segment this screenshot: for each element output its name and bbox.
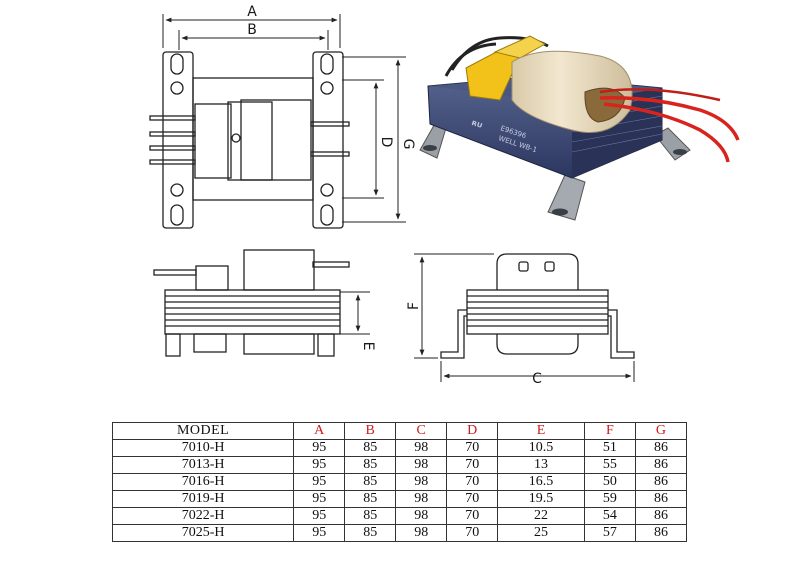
cell-a: 95 — [293, 490, 346, 508]
column-header-model: MODEL — [111, 422, 295, 440]
cell-model: 7022-H — [111, 507, 295, 525]
table-row: 7013-H 95 85 98 70 13 55 86 — [111, 456, 688, 474]
dimension-lines-side — [340, 291, 370, 335]
transformer-photo: E96396 WELL WB-1 ᴿᵁ — [419, 35, 740, 221]
side-view-drawing — [153, 249, 350, 357]
dim-label-d: D — [378, 137, 394, 148]
table-header-row: MODEL A B C D E F G — [111, 422, 688, 440]
dim-label-e: E — [360, 342, 376, 351]
column-header-g: G — [634, 422, 688, 440]
dim-label-g: G — [400, 139, 416, 150]
front-view-drawing — [440, 253, 635, 359]
column-header-b: B — [344, 422, 397, 440]
cell-f: 57 — [583, 524, 636, 542]
cell-e: 16.5 — [497, 473, 585, 491]
table-row: 7016-H 95 85 98 70 16.5 50 86 — [111, 473, 688, 491]
cell-d: 70 — [446, 490, 499, 508]
cell-model: 7019-H — [111, 490, 295, 508]
table-row: 7019-H 95 85 98 70 19.5 59 86 — [111, 490, 688, 508]
column-header-c: C — [395, 422, 448, 440]
top-view-drawing — [149, 51, 350, 229]
cell-e: 13 — [497, 456, 585, 474]
cell-f: 55 — [583, 456, 636, 474]
column-header-f: F — [583, 422, 636, 440]
cell-model: 7013-H — [111, 456, 295, 474]
cell-b: 85 — [344, 473, 397, 491]
cell-d: 70 — [446, 507, 499, 525]
cell-c: 98 — [395, 456, 448, 474]
dimension-lines-front — [414, 253, 635, 382]
cell-c: 98 — [395, 490, 448, 508]
column-header-a: A — [293, 422, 346, 440]
cell-d: 70 — [446, 456, 499, 474]
cell-model: 7025-H — [111, 524, 295, 542]
dim-label-a: A — [247, 4, 257, 20]
dim-label-f: F — [406, 302, 422, 310]
cell-d: 70 — [446, 524, 499, 542]
specification-table: MODEL A B C D E F G 7010-H 95 85 98 70 1… — [111, 422, 688, 542]
dim-label-c: C — [532, 371, 542, 387]
cell-e: 19.5 — [497, 490, 585, 508]
dim-label-b: B — [247, 22, 257, 38]
cell-f: 50 — [583, 473, 636, 491]
dimension-lines-top — [162, 14, 406, 223]
cell-b: 85 — [344, 507, 397, 525]
cell-g: 86 — [634, 507, 688, 525]
cell-a: 95 — [293, 456, 346, 474]
cell-b: 85 — [344, 456, 397, 474]
cell-f: 54 — [583, 507, 636, 525]
cell-a: 95 — [293, 507, 346, 525]
cell-e: 22 — [497, 507, 585, 525]
cell-g: 86 — [634, 456, 688, 474]
cell-a: 95 — [293, 439, 346, 457]
cell-model: 7016-H — [111, 473, 295, 491]
cell-f: 59 — [583, 490, 636, 508]
cell-c: 98 — [395, 524, 448, 542]
cell-d: 70 — [446, 473, 499, 491]
cell-d: 70 — [446, 439, 499, 457]
cell-b: 85 — [344, 524, 397, 542]
cell-e: 10.5 — [497, 439, 585, 457]
cell-b: 85 — [344, 490, 397, 508]
cell-model: 7010-H — [111, 439, 295, 457]
cell-g: 86 — [634, 490, 688, 508]
cell-f: 51 — [583, 439, 636, 457]
table-row: 7025-H 95 85 98 70 25 57 86 — [111, 524, 688, 542]
ul-mark-icon: ᴿᵁ — [469, 118, 483, 134]
cell-b: 85 — [344, 439, 397, 457]
table-row: 7010-H 95 85 98 70 10.5 51 86 — [111, 439, 688, 457]
column-header-d: D — [446, 422, 499, 440]
cell-g: 86 — [634, 524, 688, 542]
cell-e: 25 — [497, 524, 585, 542]
column-header-e: E — [497, 422, 585, 440]
cell-a: 95 — [293, 473, 346, 491]
cell-c: 98 — [395, 473, 448, 491]
cell-g: 86 — [634, 473, 688, 491]
cell-a: 95 — [293, 524, 346, 542]
transformer-drawings: A B G D E — [149, 4, 740, 387]
cell-c: 98 — [395, 507, 448, 525]
table-row: 7022-H 95 85 98 70 22 54 86 — [111, 507, 688, 525]
cell-g: 86 — [634, 439, 688, 457]
cell-c: 98 — [395, 439, 448, 457]
